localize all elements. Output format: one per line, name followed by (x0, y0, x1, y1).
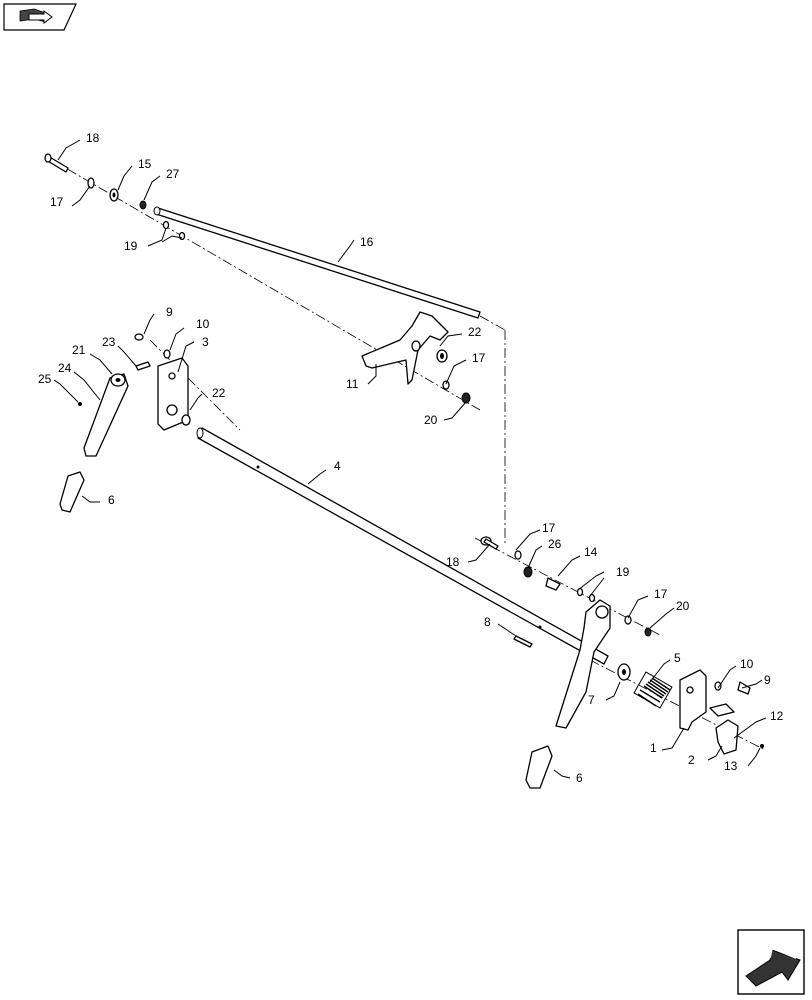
upper-hardware (44, 153, 186, 241)
callout-8: 8 (484, 615, 491, 629)
callout-9-right: 9 (764, 673, 771, 687)
callout-2: 2 (688, 753, 695, 767)
callout-22-left: 22 (212, 386, 226, 400)
callout-24: 24 (58, 361, 72, 375)
callout-17-bracket: 17 (472, 351, 486, 365)
callout-13: 13 (724, 759, 738, 773)
callout-15: 15 (138, 157, 152, 171)
upper-rod (153, 206, 481, 319)
callout-12: 12 (770, 709, 784, 723)
callout-17-top: 17 (50, 195, 64, 209)
next-page-arrow-icon (745, 946, 801, 987)
callout-4: 4 (334, 459, 341, 473)
callout-labels: 18 17 15 27 19 16 9 10 3 22 21 23 24 25 … (38, 131, 784, 785)
callout-17-far-right: 17 (654, 587, 668, 601)
callout-22-bracket: 22 (468, 325, 482, 339)
callout-10-left: 10 (196, 317, 210, 331)
top-nav-tab[interactable] (3, 3, 77, 31)
callout-23: 23 (102, 335, 116, 349)
upper-bracket (361, 311, 471, 404)
callout-18-right: 18 (446, 555, 460, 569)
book-arrow-icon (19, 8, 53, 24)
callout-9-left: 9 (166, 305, 173, 319)
callout-7: 7 (588, 693, 595, 707)
callout-5: 5 (674, 651, 681, 665)
callout-17-right: 17 (542, 521, 556, 535)
right-lever-assembly (480, 536, 652, 789)
bottom-nav-tab[interactable] (737, 929, 805, 995)
callout-27: 27 (166, 167, 180, 181)
callout-26: 26 (548, 537, 562, 551)
callout-3: 3 (202, 335, 209, 349)
callout-19-right: 19 (616, 565, 630, 579)
callout-11: 11 (346, 377, 359, 391)
callout-21: 21 (72, 343, 86, 357)
leader-lines (53, 139, 767, 779)
main-shaft (196, 427, 609, 665)
callout-25: 25 (38, 372, 52, 386)
callout-6-right: 6 (576, 771, 583, 785)
callout-6-left: 6 (108, 493, 115, 507)
callout-14: 14 (584, 545, 598, 559)
callout-19-top: 19 (124, 239, 138, 253)
callout-10-right: 10 (740, 657, 754, 671)
right-spring-assembly (617, 663, 764, 755)
left-lever-assembly (59, 333, 191, 513)
callout-16: 16 (360, 235, 374, 249)
spring-coils (633, 671, 673, 709)
callout-20-right: 20 (676, 599, 690, 613)
callout-20-bracket: 20 (424, 413, 438, 427)
callout-18-top: 18 (86, 131, 100, 145)
assembly-axes (51, 159, 766, 751)
callout-1: 1 (650, 741, 657, 755)
